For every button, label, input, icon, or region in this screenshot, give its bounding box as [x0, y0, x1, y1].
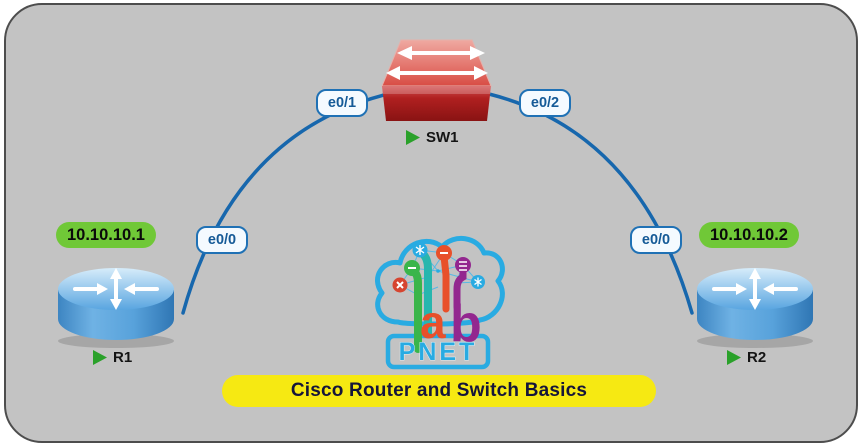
interface-label-r1-e0-0: e0/0	[196, 226, 248, 254]
logo-brand-text: PNET	[399, 338, 478, 366]
router-icon	[58, 268, 174, 348]
logo-brand-box	[385, 333, 491, 370]
device-label-r1[interactable]: R1	[93, 349, 132, 366]
pnetlab-logo: a b PNET	[375, 236, 505, 370]
switch-icon	[381, 39, 492, 121]
device-label-r2[interactable]: R2	[727, 349, 766, 366]
device-r1[interactable]	[55, 257, 177, 351]
logo-mesh-dots	[416, 269, 458, 297]
play-status-icon	[93, 350, 107, 365]
router-icon	[697, 268, 813, 348]
device-name-sw1: SW1	[426, 129, 459, 146]
ip-label-r2: 10.10.10.2	[699, 222, 799, 248]
logo-letter-b: b	[450, 295, 482, 353]
play-status-icon	[727, 350, 741, 365]
device-name-r1: R1	[113, 349, 133, 366]
interface-label-r2-e0-0: e0/0	[630, 226, 682, 254]
interface-label-sw1-e0-2: e0/2	[519, 89, 571, 117]
logo-letter-a: a	[420, 296, 446, 348]
interface-label-sw1-e0-1: e0/1	[316, 89, 368, 117]
ip-label-r1: 10.10.10.1	[56, 222, 156, 248]
logo-nodes	[392, 242, 485, 293]
device-name-r2: R2	[747, 349, 767, 366]
title-banner: Cisco Router and Switch Basics	[222, 375, 656, 407]
device-sw1[interactable]	[380, 37, 493, 123]
device-label-sw1[interactable]: SW1	[406, 129, 459, 146]
logo-cloud-icon	[375, 236, 505, 327]
device-r2[interactable]	[694, 257, 816, 351]
play-status-icon	[406, 130, 420, 145]
